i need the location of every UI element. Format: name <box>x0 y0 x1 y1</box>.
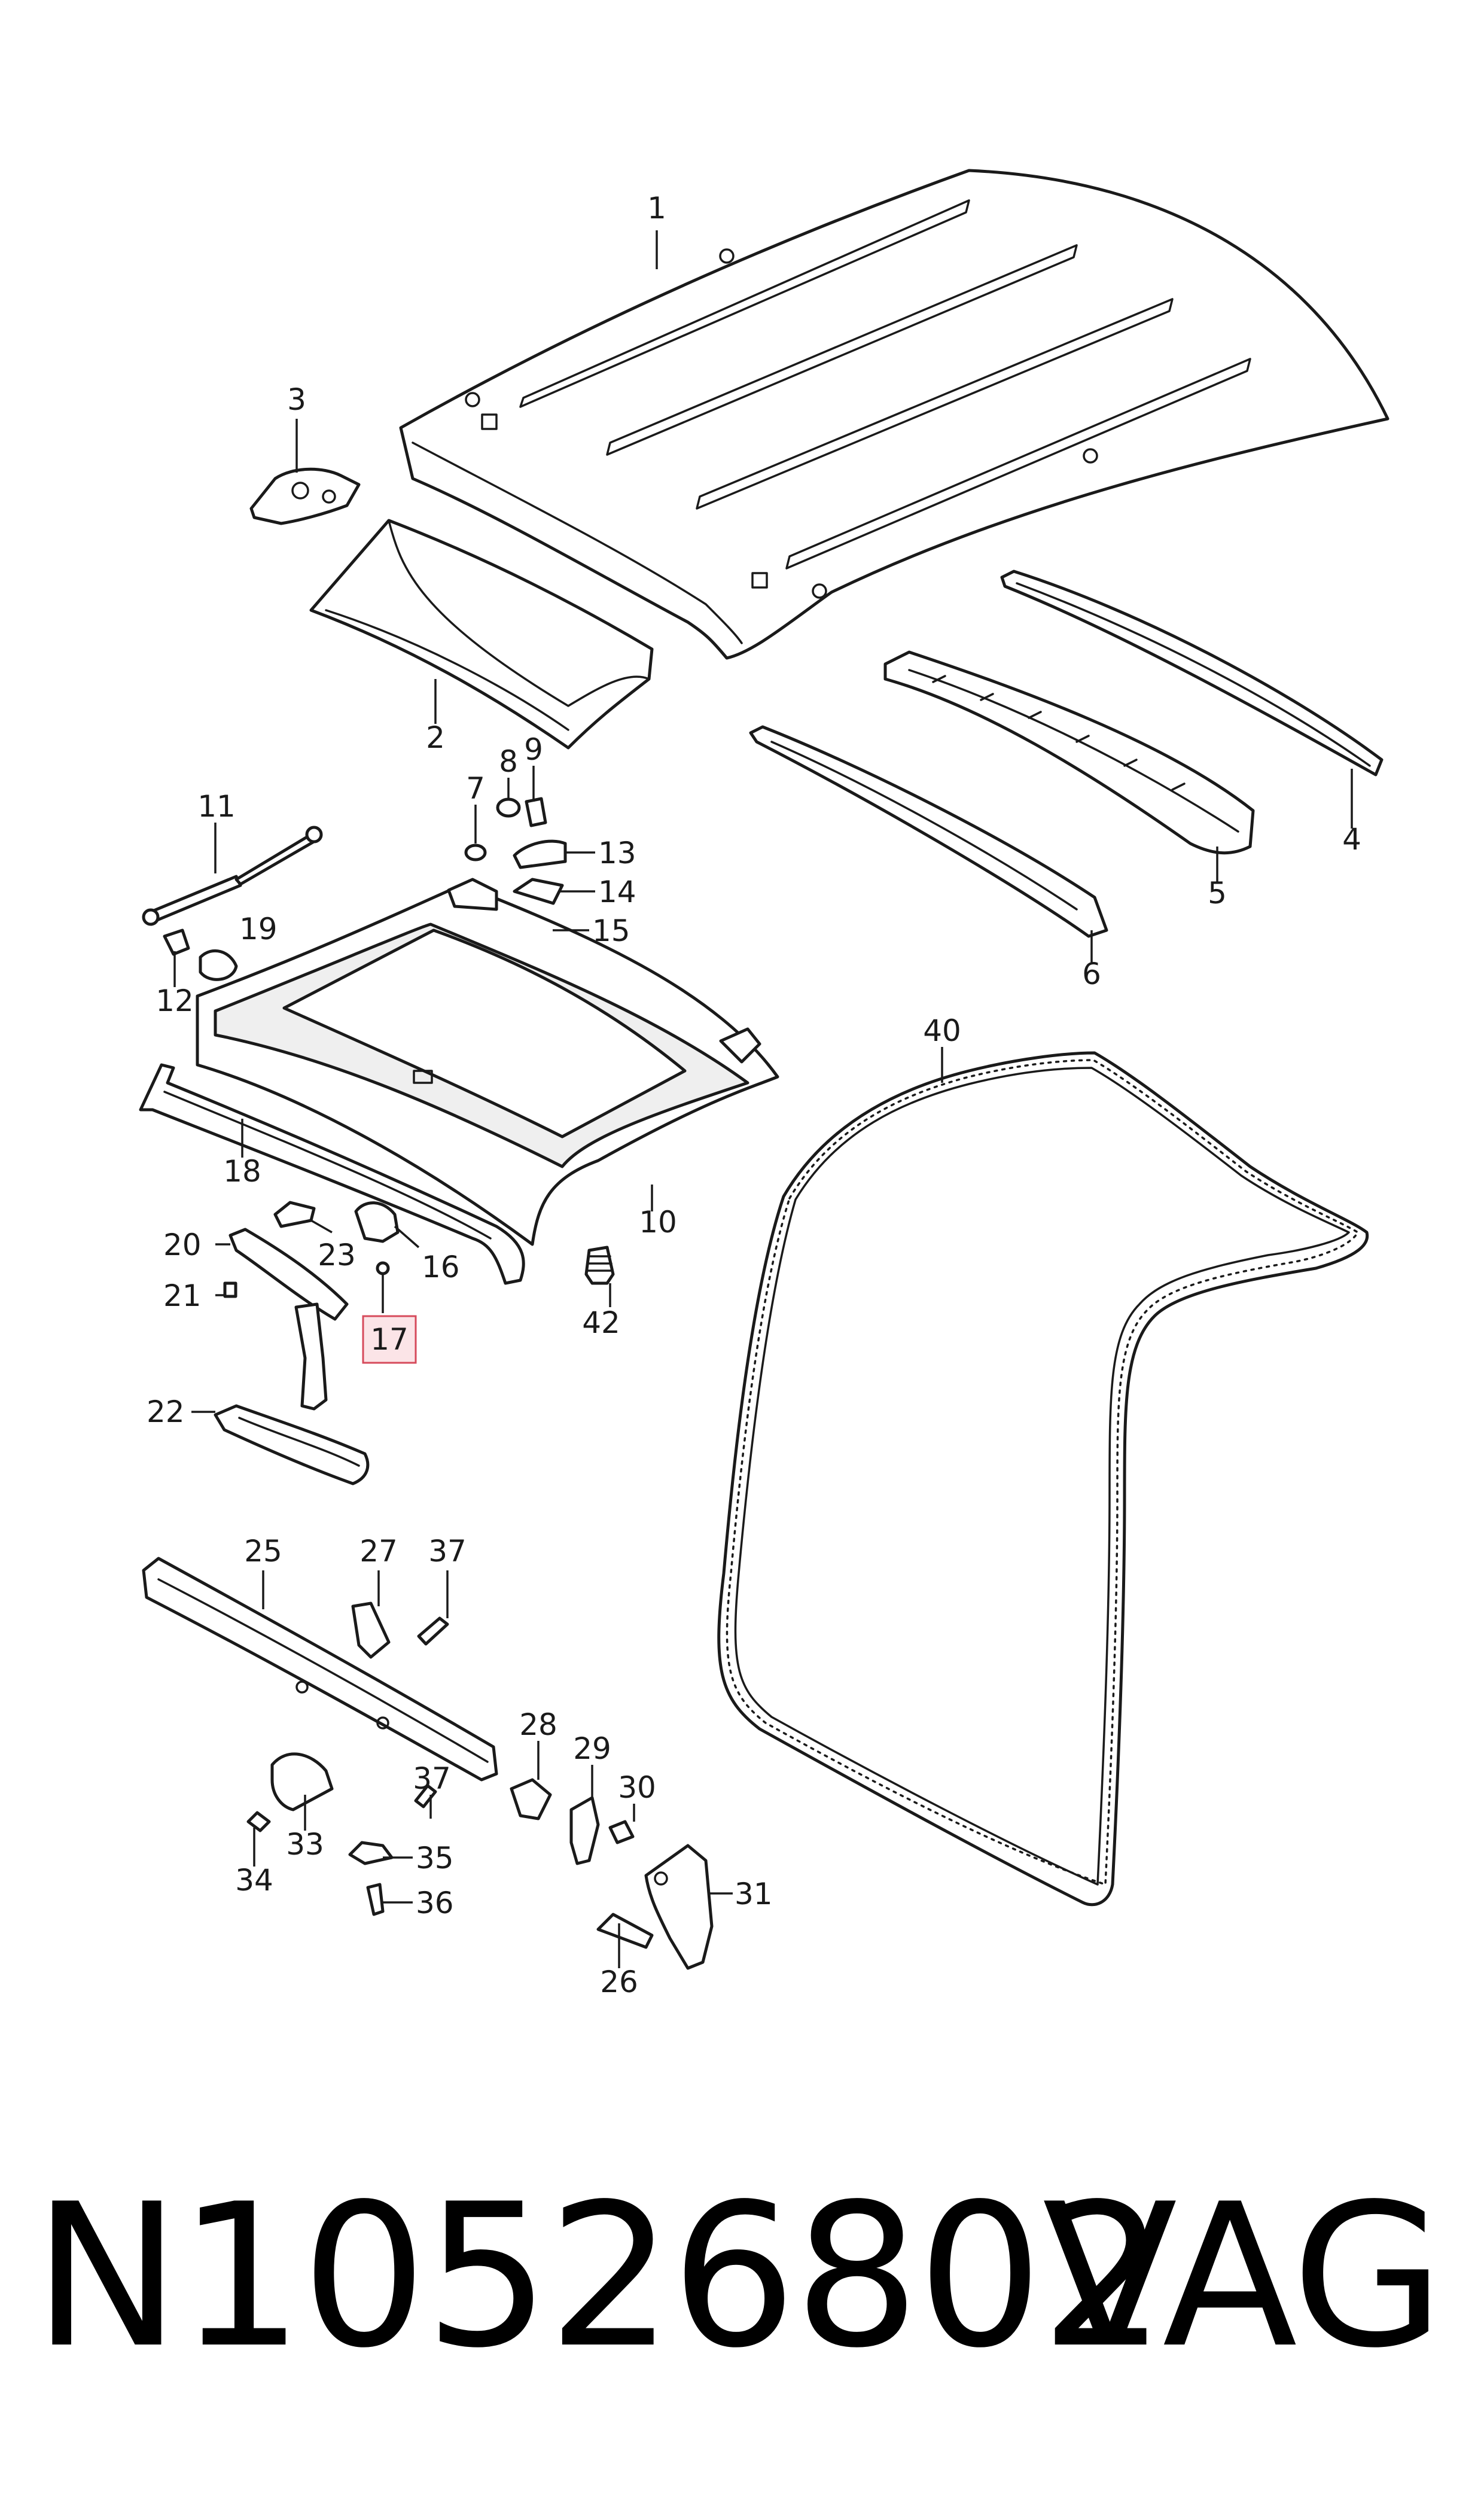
part-number-label: N10526802 <box>33 2161 1166 2391</box>
highlight-box <box>362 1315 417 1364</box>
callout-11: 11 <box>197 789 236 824</box>
callout-3: 3 <box>287 382 306 417</box>
callout-8: 8 <box>499 744 518 779</box>
callout-29: 29 <box>573 1731 611 1766</box>
callout-37-lower: 37 <box>413 1761 451 1796</box>
parts-exploded-diagram: 1 2 3 4 5 6 7 8 9 10 11 12 13 14 15 16 1… <box>139 169 1389 1999</box>
sunshade-frame <box>196 878 779 1246</box>
callout-30: 30 <box>618 1770 656 1805</box>
latch-assembly <box>223 1201 400 1411</box>
callout-40: 40 <box>923 1013 961 1048</box>
callout-28: 28 <box>519 1707 557 1742</box>
door-seal <box>717 1051 1369 1907</box>
callout-23: 23 <box>318 1238 356 1272</box>
ball-studs <box>163 928 238 981</box>
mounting-hardware <box>246 1601 449 1916</box>
callout-25: 25 <box>244 1534 282 1569</box>
front-header-panel <box>309 519 654 750</box>
callout-7: 7 <box>466 771 485 806</box>
callout-5: 5 <box>1208 876 1227 911</box>
cross-member <box>142 1557 498 1782</box>
callout-4: 4 <box>1342 822 1361 857</box>
callout-26: 26 <box>600 1965 638 1999</box>
callout-9: 9 <box>524 732 543 767</box>
callout-36: 36 <box>416 1886 454 1920</box>
callout-12: 12 <box>156 984 194 1018</box>
callout-22: 22 <box>147 1395 185 1429</box>
callout-16: 16 <box>422 1250 460 1284</box>
callout-6: 6 <box>1082 957 1101 991</box>
callout-15: 15 <box>592 914 630 948</box>
callout-19: 19 <box>239 912 278 946</box>
callout-34: 34 <box>235 1863 273 1898</box>
callout-35: 35 <box>416 1841 454 1875</box>
callout-14: 14 <box>598 875 636 909</box>
callout-numbers: 1 2 3 4 5 6 7 8 9 10 11 12 13 14 15 16 1… <box>147 191 1361 1999</box>
callout-33: 33 <box>286 1827 324 1862</box>
callout-37-upper: 37 <box>428 1534 467 1569</box>
lower-cover <box>214 1404 370 1485</box>
front-rail <box>139 1063 525 1285</box>
roof-bows <box>749 570 1384 938</box>
roof-panel <box>399 169 1389 660</box>
grommet <box>584 1246 615 1285</box>
callout-31: 31 <box>735 1877 773 1911</box>
callout-1: 1 <box>647 191 666 226</box>
callout-21: 21 <box>163 1278 202 1313</box>
callout-2: 2 <box>426 720 445 755</box>
callout-13: 13 <box>598 836 636 870</box>
gas-strut <box>142 826 323 926</box>
brand-label: VAG <box>1042 2161 1445 2391</box>
callout-27: 27 <box>359 1534 398 1569</box>
bracket-3 <box>249 467 361 525</box>
callout-20: 20 <box>163 1228 202 1262</box>
leader-lines <box>173 230 1353 1968</box>
hinge-group <box>510 1778 714 1970</box>
callout-10: 10 <box>639 1205 677 1240</box>
callout-17: 17 <box>370 1322 409 1357</box>
callout-42: 42 <box>582 1305 620 1340</box>
callout-18: 18 <box>223 1154 261 1189</box>
